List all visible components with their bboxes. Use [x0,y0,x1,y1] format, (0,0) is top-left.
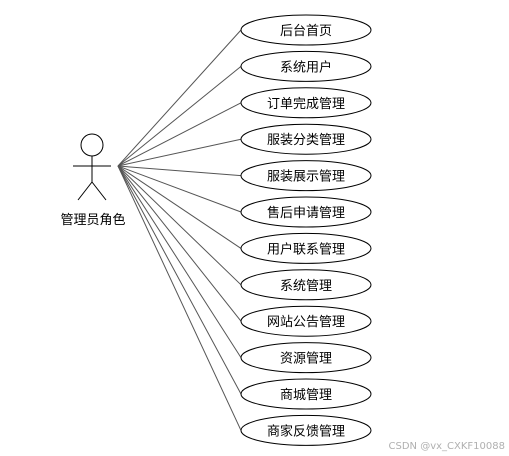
use-case-ellipse [240,123,372,155]
use-case-label: 售后申请管理 [267,205,345,221]
use-case-label: 网站公告管理 [267,315,345,330]
use-case: 系统用户 [240,50,372,82]
association-line [117,165,242,395]
use-case: 用户联系管理 [240,232,372,264]
use-case-label: 后台首页 [280,24,332,39]
use-case-ellipse [240,378,372,410]
actor-head [80,133,104,157]
association-line [117,102,242,167]
use-case: 资源管理 [240,342,372,374]
association-line [117,29,242,167]
use-case-label: 服装分类管理 [267,133,345,148]
use-case-ellipse [240,269,372,301]
use-case: 网站公告管理 [240,305,372,337]
use-case-ellipse [240,50,372,82]
association-line [117,165,242,286]
association-line [117,138,242,167]
use-case-label: 商城管理 [280,388,332,403]
association-line [117,165,242,431]
use-case-ellipse [240,87,372,119]
use-case-ellipse [240,342,372,374]
association-line [117,165,242,213]
use-case: 服装展示管理 [240,160,372,192]
use-case: 订单完成管理 [240,87,372,119]
use-case-list: 后台首页系统用户订单完成管理服装分类管理服装展示管理售后申请管理用户联系管理系统… [240,14,372,446]
use-case-label: 系统管理 [280,279,332,294]
use-case: 商家反馈管理 [240,414,372,446]
association-line [117,165,242,177]
actor-label: 管理员角色 [60,212,125,228]
watermark: CSDN @vx_CXKF10088 [389,441,505,452]
use-case-label: 订单完成管理 [267,97,345,112]
association-line [117,165,242,358]
use-case-label: 资源管理 [280,352,332,367]
actor-left-leg [77,181,93,201]
association-lines [117,29,242,431]
use-case: 后台首页 [240,14,372,46]
association-line [117,165,242,249]
use-case-ellipse [240,196,372,228]
use-case-ellipse [240,305,372,337]
use-case-ellipse [240,414,372,446]
use-case: 售后申请管理 [240,196,372,228]
actor: 管理员角色 [60,133,126,228]
use-case-label: 系统用户 [280,59,332,75]
use-case-label: 商家反馈管理 [267,423,345,439]
use-case: 商城管理 [240,378,372,410]
association-line [117,66,242,167]
association-line [117,165,242,322]
use-case-label: 用户联系管理 [267,241,345,257]
use-case: 服装分类管理 [240,123,372,155]
use-case: 系统管理 [240,269,372,301]
use-case-ellipse [240,232,372,264]
use-case-ellipse [240,14,372,46]
use-case-ellipse [240,160,372,192]
actor-right-leg [91,181,107,201]
use-case-label: 服装展示管理 [267,170,345,185]
